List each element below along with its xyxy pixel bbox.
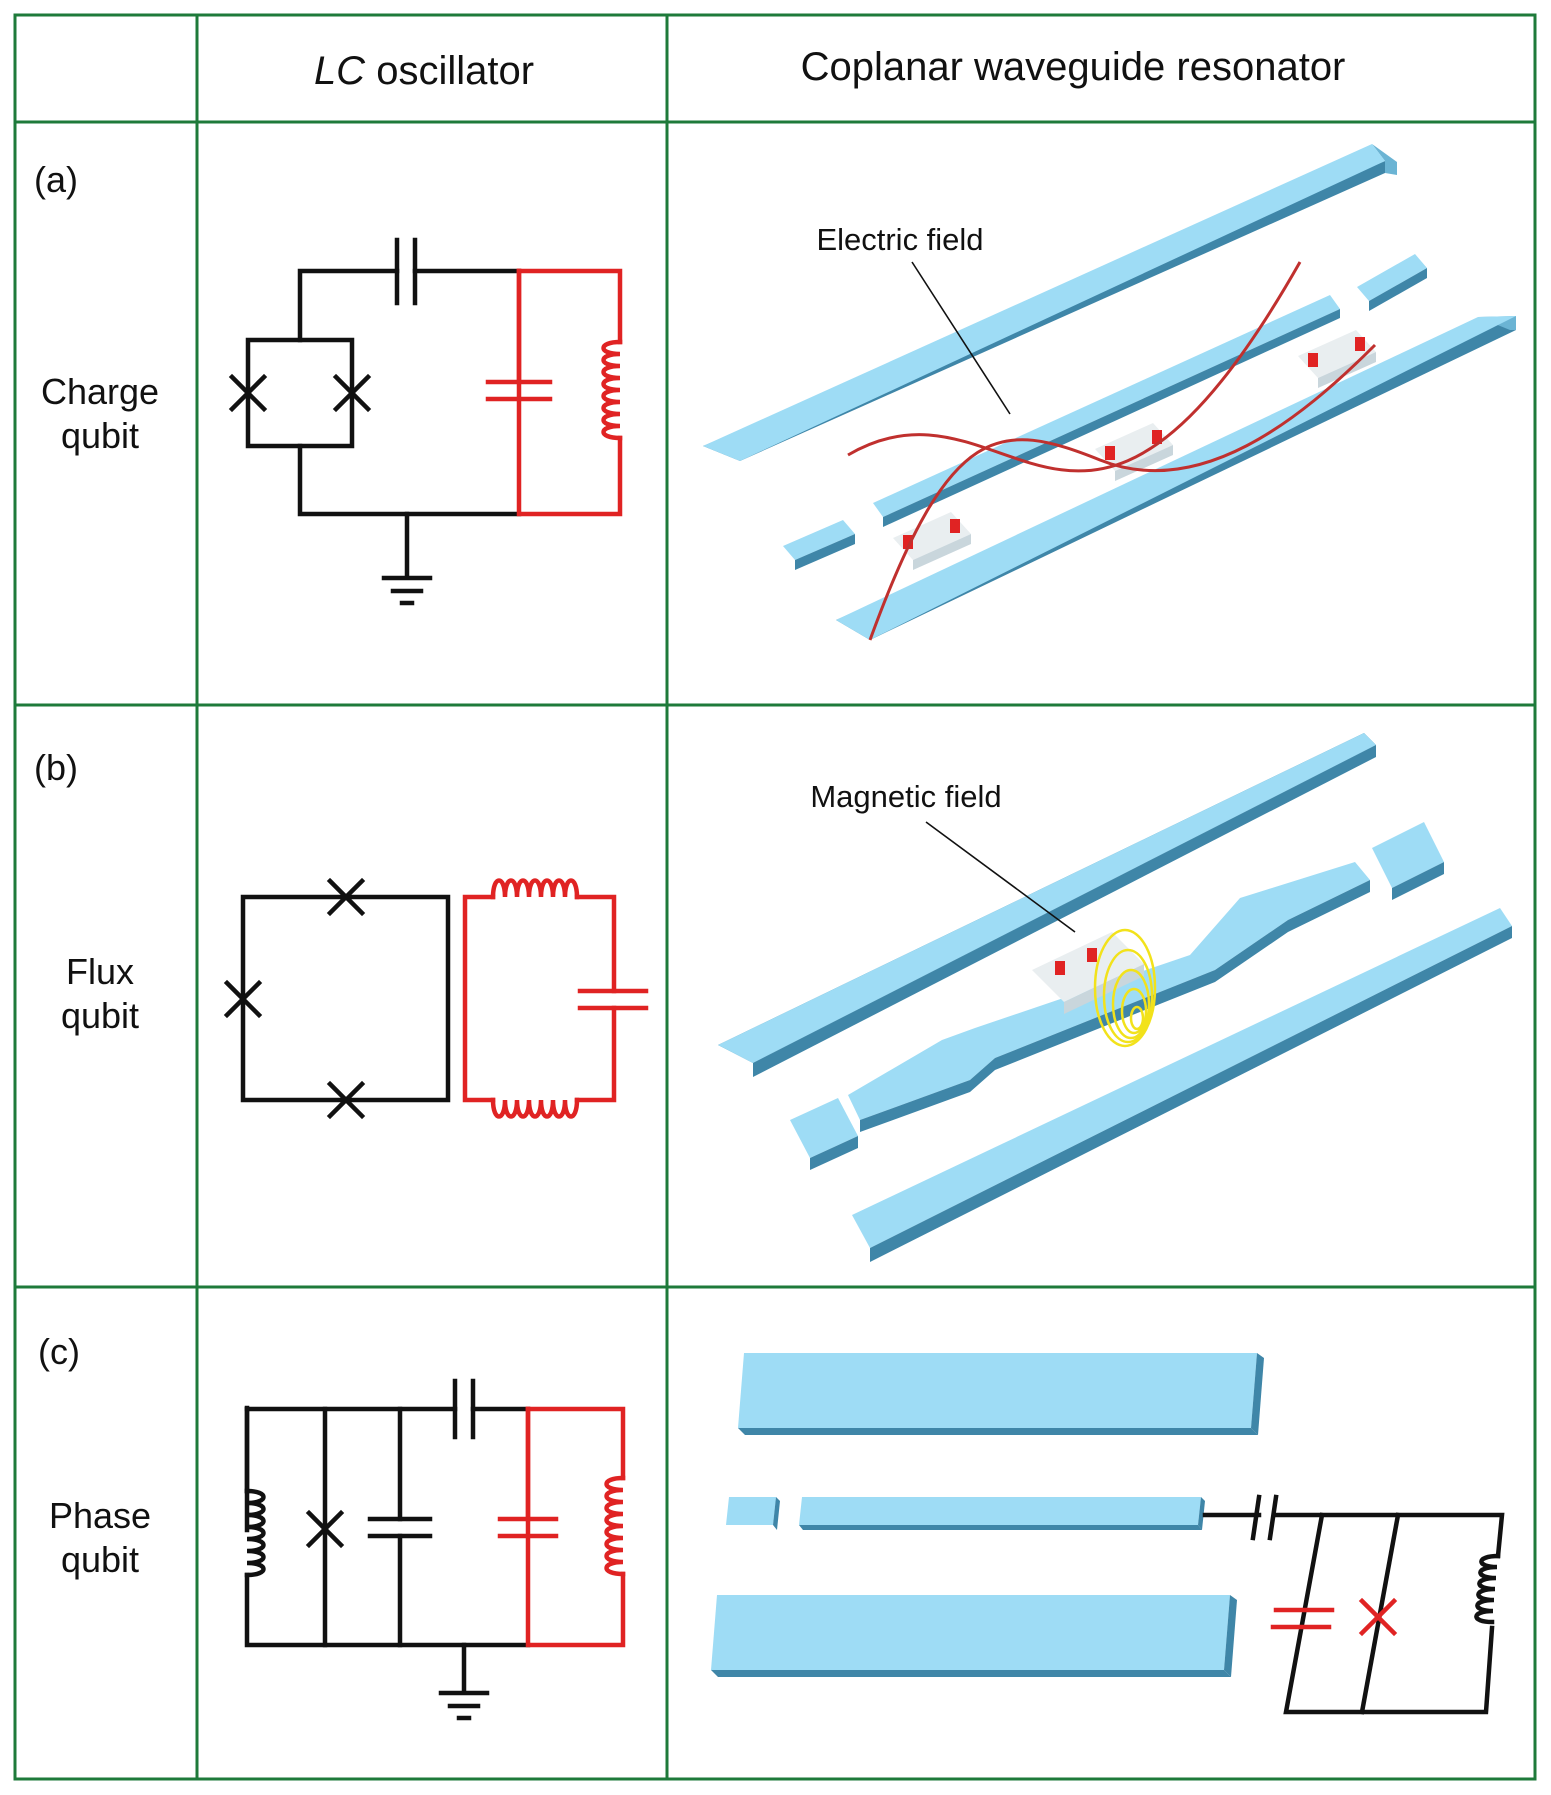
coupled-phase-qubit bbox=[1202, 1494, 1505, 1715]
junction-x-right bbox=[332, 373, 372, 413]
center-strip-b bbox=[848, 862, 1370, 1132]
center-strip-a bbox=[873, 295, 1340, 527]
qubit-chip-a-left bbox=[893, 512, 971, 570]
junction-x-c bbox=[305, 1509, 345, 1549]
electric-field-lines bbox=[847, 261, 1377, 641]
row-c-name-2: qubit bbox=[61, 1539, 139, 1580]
cpw-phase-3d bbox=[711, 1353, 1505, 1715]
ground-symbol-a bbox=[381, 575, 433, 606]
resonator-lc-a bbox=[485, 268, 623, 517]
row-a-name-1: Charge bbox=[41, 371, 159, 412]
annotation-electric-field: Electric field bbox=[816, 222, 983, 257]
junction-x-red bbox=[1358, 1597, 1398, 1637]
resonator-lc-b bbox=[462, 878, 649, 1119]
small-pad-c bbox=[726, 1497, 780, 1530]
annotation-magnetic-field: Magnetic field bbox=[810, 779, 1001, 814]
qubit-chip-a-mid bbox=[1095, 423, 1173, 481]
junction-x-top bbox=[326, 877, 366, 917]
row-a-name-2: qubit bbox=[61, 415, 139, 456]
row-a-tag: (a) bbox=[34, 159, 78, 200]
ground-plane-top bbox=[703, 144, 1397, 461]
ground-plane-top-c bbox=[738, 1353, 1264, 1435]
row-c-name-1: Phase bbox=[49, 1495, 151, 1536]
junction-x-bottom bbox=[326, 1080, 366, 1120]
cpw-flux-3d: Magnetic field bbox=[718, 733, 1512, 1262]
header-cpw-resonator: Coplanar waveguide resonator bbox=[801, 45, 1346, 89]
row-b-name-1: Flux bbox=[66, 951, 134, 992]
row-b-tag: (b) bbox=[34, 747, 78, 788]
table-grid bbox=[13, 13, 1537, 1781]
header-lc-oscillator: LC oscillator bbox=[314, 49, 534, 93]
ground-symbol-c bbox=[438, 1690, 490, 1721]
junction-x-left bbox=[228, 373, 268, 413]
flux-qubit-circuit bbox=[223, 877, 649, 1120]
ground-plane-top-b bbox=[718, 733, 1376, 1077]
ground-plane-bottom-b bbox=[852, 908, 1512, 1262]
center-strip-c bbox=[799, 1497, 1205, 1530]
ground-plane-bottom-c bbox=[711, 1595, 1237, 1677]
small-pad-right-a bbox=[1357, 254, 1427, 311]
magnetic-field-loops bbox=[1093, 928, 1157, 1048]
resonator-lc-c bbox=[497, 1406, 626, 1648]
row-b-name-2: qubit bbox=[61, 995, 139, 1036]
small-pad-right-b bbox=[1372, 822, 1444, 900]
cpw-charge-3d: Electric field bbox=[703, 144, 1516, 641]
row-c-tag: (c) bbox=[38, 1331, 80, 1372]
small-pad-left-a bbox=[783, 520, 855, 570]
ground-plane-bottom bbox=[836, 316, 1516, 640]
small-pad-left-b bbox=[790, 1098, 858, 1170]
charge-qubit-circuit bbox=[228, 237, 623, 606]
phase-qubit-circuit bbox=[244, 1378, 626, 1721]
junction-x-left bbox=[223, 979, 263, 1019]
